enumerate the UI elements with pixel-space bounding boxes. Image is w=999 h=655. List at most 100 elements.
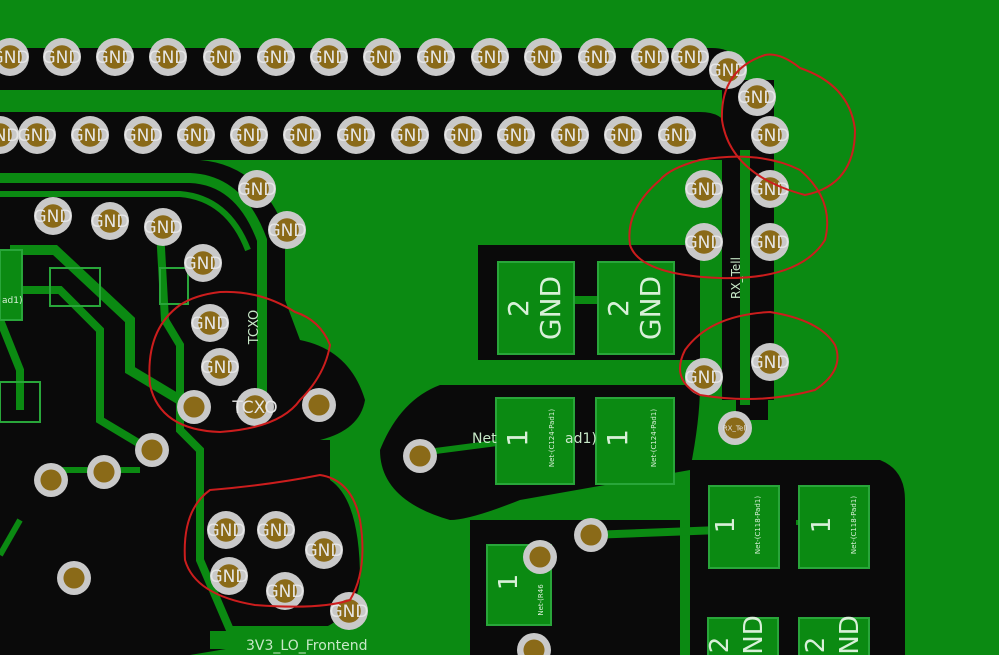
via bbox=[177, 390, 211, 424]
via: GND bbox=[266, 572, 305, 610]
via: RX_Tell bbox=[718, 411, 752, 445]
via-hole bbox=[214, 518, 238, 542]
via: GND bbox=[391, 116, 429, 154]
pad-outline-1 bbox=[49, 267, 101, 307]
via-hole bbox=[611, 123, 635, 147]
pad-gnd-label-a: GND bbox=[534, 276, 567, 340]
via: GND bbox=[210, 557, 248, 595]
via-label: GND bbox=[751, 126, 790, 146]
via-label: GND bbox=[685, 368, 724, 388]
via-label: GND bbox=[34, 207, 73, 227]
frontend-net-label: 3V3_LO_Frontend bbox=[246, 638, 368, 654]
via-label: GND bbox=[71, 126, 110, 146]
via-label: GND bbox=[417, 48, 456, 68]
via: GND bbox=[184, 244, 222, 282]
pad-c118-a bbox=[708, 485, 780, 569]
via-label: GND bbox=[685, 233, 724, 253]
via-hole bbox=[531, 45, 555, 69]
via: GND bbox=[471, 38, 509, 76]
via bbox=[574, 518, 608, 552]
via-label: GND bbox=[257, 521, 296, 541]
via-hole bbox=[317, 45, 341, 69]
via-hole bbox=[758, 123, 782, 147]
via: GND bbox=[230, 116, 269, 154]
via: GND bbox=[497, 116, 536, 154]
via: GND bbox=[0, 38, 29, 76]
via-hole bbox=[183, 396, 205, 418]
via: GND bbox=[671, 38, 709, 76]
pad-gnd-3 bbox=[707, 617, 779, 655]
via-hole bbox=[665, 123, 689, 147]
via-label: GND bbox=[230, 126, 269, 146]
pad-gnd-2 bbox=[597, 261, 675, 355]
via: GND bbox=[685, 223, 724, 261]
annotation-circle-bottom-left bbox=[183, 473, 364, 608]
pad-c124-a bbox=[495, 397, 575, 485]
via: GND bbox=[144, 208, 182, 246]
net-label-tail: ad1) bbox=[565, 431, 597, 447]
pad-number-2d: 2 bbox=[801, 637, 831, 654]
pad-number-2b: 2 bbox=[602, 299, 635, 317]
via-label: GND bbox=[0, 48, 29, 68]
via-label: GND bbox=[497, 126, 536, 146]
via-label: GND bbox=[738, 88, 777, 108]
via-hole bbox=[273, 579, 297, 603]
via-label: GND bbox=[124, 126, 163, 146]
via-hole bbox=[63, 567, 85, 589]
via-hole bbox=[398, 123, 422, 147]
via-hole bbox=[275, 218, 299, 242]
via-label: GND bbox=[177, 126, 216, 146]
via-label: GND bbox=[658, 126, 697, 146]
via: GND bbox=[203, 38, 242, 76]
via-label: RX_Tell bbox=[723, 424, 747, 432]
pad-net-r46: Net-(R46 bbox=[537, 584, 545, 616]
via: GND bbox=[417, 38, 456, 76]
via-label: GND bbox=[0, 126, 19, 146]
via: GND bbox=[96, 38, 134, 76]
via-label: GND bbox=[266, 582, 305, 602]
via-hole bbox=[312, 538, 336, 562]
pad-outline-2 bbox=[159, 267, 189, 305]
via: GND bbox=[283, 116, 321, 154]
tcxo-label: TCXO bbox=[247, 310, 262, 346]
via-hole bbox=[308, 394, 330, 416]
via-label: GND bbox=[751, 180, 790, 200]
via-label: GND bbox=[43, 48, 82, 68]
via-hole bbox=[184, 123, 208, 147]
via-label: TCXO bbox=[231, 398, 277, 418]
pad-number-2a: 2 bbox=[502, 299, 535, 317]
via: GND bbox=[34, 197, 73, 235]
pad-net-c118-a: Net-(C118-Pad1) bbox=[754, 496, 762, 554]
via-hole bbox=[141, 439, 163, 461]
via: GND bbox=[0, 116, 19, 154]
via-hole bbox=[151, 215, 175, 239]
via-label: GND bbox=[444, 126, 483, 146]
via-hole bbox=[758, 350, 782, 374]
via-label: GND bbox=[203, 48, 242, 68]
via: GND bbox=[207, 511, 245, 549]
via-hole bbox=[0, 45, 22, 69]
via: GND bbox=[363, 38, 401, 76]
via-label: GND bbox=[604, 126, 643, 146]
pad-gnd-1 bbox=[497, 261, 575, 355]
via-hole bbox=[529, 546, 551, 568]
via-hole bbox=[451, 123, 475, 147]
via-label: GND bbox=[685, 180, 724, 200]
pad-gnd-label-b: GND bbox=[634, 276, 667, 340]
via-label: GND bbox=[551, 126, 590, 146]
via-hole bbox=[0, 123, 12, 147]
via: GND bbox=[124, 116, 163, 154]
via bbox=[135, 433, 169, 467]
via: TCXO bbox=[231, 388, 278, 426]
via-label: GND bbox=[201, 358, 240, 378]
net-labels: TCXO RX_Tell Net ad1) 3V3_LO_Frontend bbox=[246, 257, 743, 654]
via-label: GND bbox=[337, 126, 376, 146]
via-label: GND bbox=[709, 61, 748, 81]
via-hole bbox=[217, 564, 241, 588]
via-hole bbox=[78, 123, 102, 147]
via-hole bbox=[692, 230, 716, 254]
via-hole bbox=[290, 123, 314, 147]
annotation-circle-rx-tell bbox=[679, 310, 839, 400]
via: GND bbox=[91, 202, 129, 240]
pad-outline-3 bbox=[0, 381, 41, 423]
